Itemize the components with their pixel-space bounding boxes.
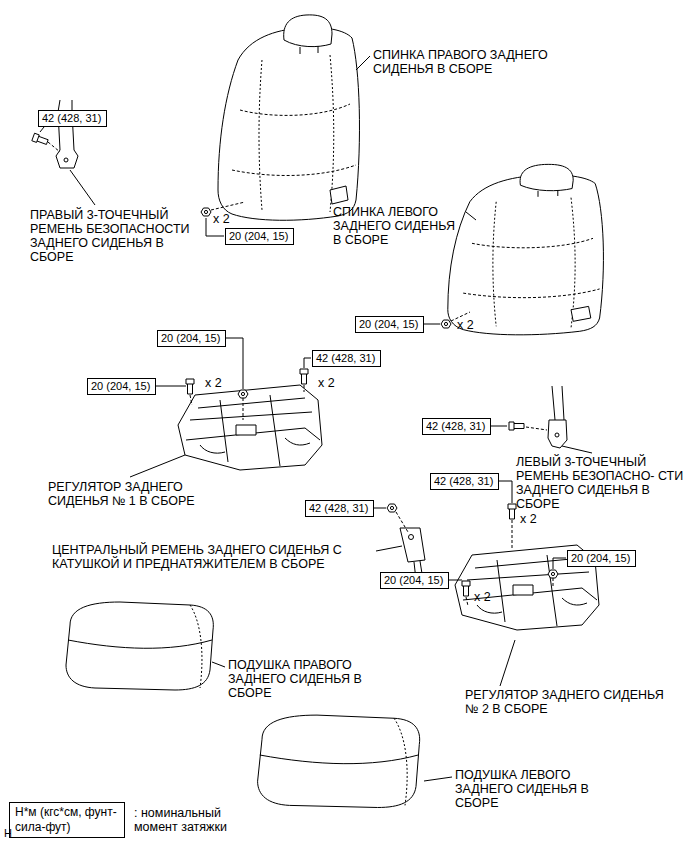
quantity-label: x 2	[205, 376, 222, 390]
part-name: ЛЕВЫЙ 3-ТОЧЕЧНЫЙ РЕМЕНЬ БЕЗОПАСНО- СТИ З…	[516, 455, 684, 511]
torque-value: 20 (204, 15)	[161, 332, 220, 345]
part-name: ПОДУШКА ПРАВОГО ЗАДНЕГО СИДЕНЬЯ В СБОРЕ	[228, 658, 388, 700]
legend-box: Н*м (кгс*см, фунт-сила-фут)	[9, 802, 125, 838]
part-name: СПИНКА ЛЕВОГО ЗАДНЕГО СИДЕНЬЯ В СБОРЕ	[333, 205, 463, 247]
part-name: ЦЕНТРАЛЬНЫЙ РЕМЕНЬ ЗАДНЕГО СИДЕНЬЯ С КАТ…	[52, 543, 372, 571]
torque-box: 42 (428, 31)	[422, 418, 491, 435]
part-name: РЕГУЛЯТОР ЗАДНЕГО СИДЕНЬЯ № 1 В СБОРЕ	[48, 480, 208, 508]
torque-value: 42 (428, 31)	[426, 420, 485, 433]
torque-box: 42 (428, 31)	[430, 473, 499, 490]
torque-value: 20 (204, 15)	[359, 318, 418, 331]
quantity-label: x 2	[213, 212, 230, 226]
torque-value: 20 (204, 15)	[91, 380, 150, 393]
torque-value: 20 (204, 15)	[384, 574, 443, 587]
legend-unit: Н*м (кгс*см, фунт-сила-фут)	[15, 805, 119, 835]
torque-box: 20 (204, 15)	[355, 316, 424, 333]
torque-value: 42 (428, 31)	[316, 352, 375, 365]
torque-box: 20 (204, 15)	[157, 330, 226, 347]
quantity-label: x 2	[457, 318, 474, 332]
torque-box: 42 (428, 31)	[312, 350, 381, 367]
quantity-label: x 2	[318, 376, 335, 390]
torque-value: 42 (428, 31)	[434, 475, 493, 488]
torque-value: 42 (428, 31)	[42, 112, 101, 125]
quantity-label: x 2	[520, 512, 537, 526]
torque-box: 42 (428, 31)	[38, 110, 107, 127]
torque-box: 20 (204, 15)	[225, 228, 294, 245]
torque-value: 42 (428, 31)	[309, 502, 368, 515]
torque-box: 20 (204, 15)	[380, 572, 449, 589]
legend-text: : номинальный момент затяжки	[134, 806, 244, 834]
torque-box: 20 (204, 15)	[567, 550, 636, 567]
part-name: ПРАВЫЙ 3-ТОЧЕЧНЫЙ РЕМЕНЬ БЕЗОПАСНОСТИ ЗА…	[30, 208, 205, 264]
figure-id: H	[4, 826, 12, 840]
torque-box: 20 (204, 15)	[87, 378, 156, 395]
torque-box: 42 (428, 31)	[305, 500, 374, 517]
quantity-label: x 2	[474, 590, 491, 604]
part-name: СПИНКА ПРАВОГО ЗАДНЕГО СИДЕНЬЯ В СБОРЕ	[373, 48, 573, 76]
part-name: ПОДУШКА ЛЕВОГО ЗАДНЕГО СИДЕНЬЯ В СБОРЕ	[455, 768, 630, 810]
torque-value: 20 (204, 15)	[229, 230, 288, 243]
torque-value: 20 (204, 15)	[571, 552, 630, 565]
part-name: РЕГУЛЯТОР ЗАДНЕГО СИДЕНЬЯ № 2 В СБОРЕ	[465, 688, 665, 716]
